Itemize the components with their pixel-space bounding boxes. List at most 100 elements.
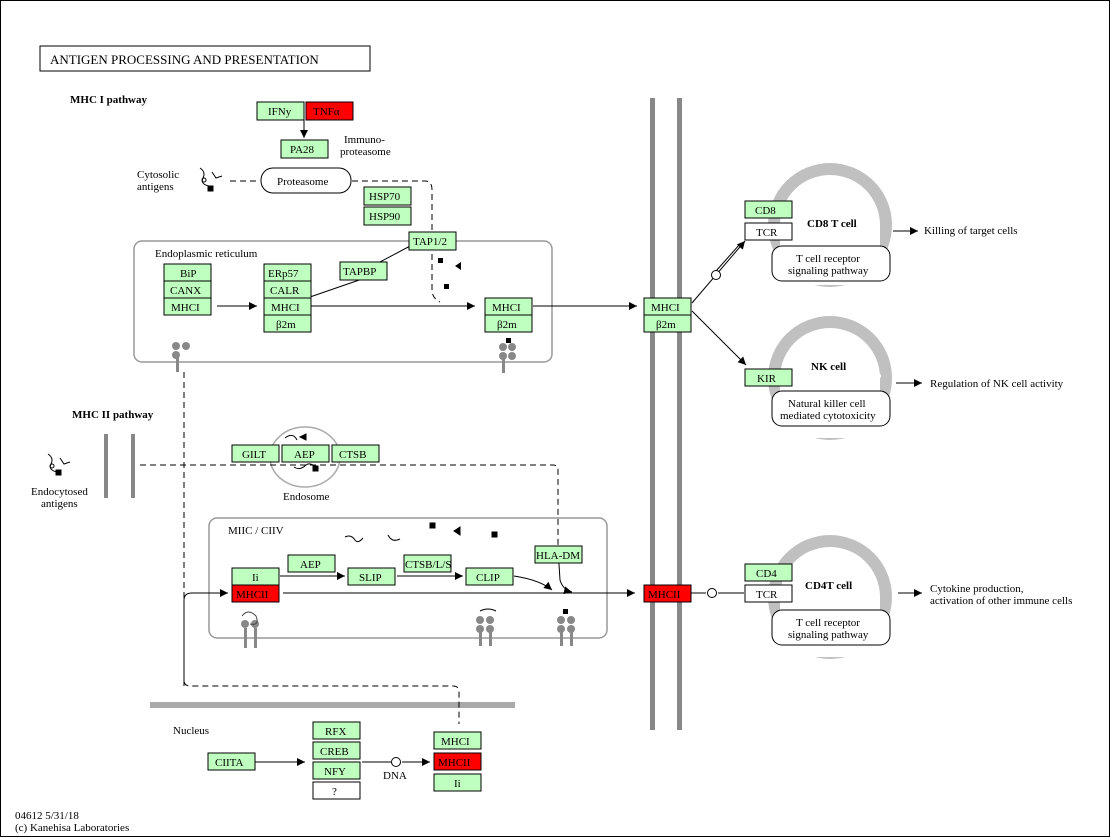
killing-label: Killing of target cells xyxy=(924,225,1018,237)
svg-text:ANTIGEN PROCESSING AND PRESENT: ANTIGEN PROCESSING AND PRESENTATION xyxy=(50,52,319,67)
gene-hsp90[interactable]: HSP90 xyxy=(363,206,412,226)
dna-label: DNA xyxy=(383,770,407,782)
svg-text:TAP1/2: TAP1/2 xyxy=(413,236,447,248)
svg-text:CALR: CALR xyxy=(270,285,300,297)
cytosolic-antigen-icon xyxy=(199,167,223,192)
svg-text:CD8: CD8 xyxy=(755,205,776,217)
gene-bip[interactable]: BiP xyxy=(163,263,212,282)
svg-text:mediated cytotoxicity: mediated cytotoxicity xyxy=(780,410,876,422)
gene-b2m-er3[interactable]: β2m xyxy=(484,314,533,333)
nucleus-membrane xyxy=(150,702,515,708)
gene-tcr-1[interactable]: TCR xyxy=(744,222,793,241)
peptide-fragments-miic xyxy=(344,522,498,543)
peptide-fragments-er xyxy=(438,258,461,289)
svg-text:MHCII: MHCII xyxy=(438,757,471,769)
gene-hsp70[interactable]: HSP70 xyxy=(363,186,412,206)
gene-mhci-membrane[interactable]: MHCI xyxy=(643,297,692,316)
gene-ciita[interactable]: CIITA xyxy=(207,752,256,771)
endocytosis-membrane-1 xyxy=(104,434,108,498)
svg-text:MHCI: MHCI xyxy=(492,302,521,314)
svg-text:β2m: β2m xyxy=(276,319,296,331)
gene-ctsbls[interactable]: CTSB/L/S xyxy=(403,554,452,573)
gene-b2m-er2[interactable]: β2m xyxy=(263,314,312,333)
gene-calr[interactable]: CALR xyxy=(263,280,312,299)
gene-tapbp[interactable]: TAPBP xyxy=(339,261,388,281)
miic-label: MIIC / CIIV xyxy=(228,525,284,537)
gene-mhcii-miic[interactable]: MHCII xyxy=(231,584,280,603)
svg-text:TNFα: TNFα xyxy=(313,106,340,118)
plasma-membrane-right xyxy=(677,98,682,730)
gene-ii[interactable]: Ii xyxy=(231,567,280,586)
gene-slip[interactable]: SLIP xyxy=(347,567,396,586)
gene-canx[interactable]: CANX xyxy=(163,280,212,299)
gene-ii-nucleus[interactable]: Ii xyxy=(433,773,482,792)
gene-creb[interactable]: CREB xyxy=(312,741,361,760)
gene-cd4[interactable]: CD4 xyxy=(744,563,793,582)
immunoproteasome-label-1: Immuno- xyxy=(344,134,385,146)
gene-rfx[interactable]: RFX xyxy=(312,721,361,740)
gene-pa28[interactable]: PA28 xyxy=(280,139,329,159)
gene-ifny[interactable]: IFNy xyxy=(256,101,305,121)
cytokine-label-2: activation of other immune cells xyxy=(930,595,1072,607)
svg-text:MHCI: MHCI xyxy=(651,302,680,314)
svg-text:CREB: CREB xyxy=(320,746,349,758)
svg-text:signaling pathway: signaling pathway xyxy=(788,629,869,641)
svg-text:Ii: Ii xyxy=(252,572,259,584)
gene-mhcii-membrane[interactable]: MHCII xyxy=(643,584,692,603)
gene-mhcii-nucleus[interactable]: MHCII xyxy=(433,752,482,771)
svg-text:signaling pathway: signaling pathway xyxy=(788,265,869,277)
gene-aep-endosome[interactable]: AEP xyxy=(281,444,330,463)
svg-text:Natural killer cell: Natural killer cell xyxy=(788,398,866,410)
gene-gilt[interactable]: GILT xyxy=(231,444,280,463)
svg-text:RFX: RFX xyxy=(325,726,346,738)
miic-compartment xyxy=(208,517,608,639)
svg-text:TCR: TCR xyxy=(756,589,778,601)
tcr-signaling-pathway-link-2[interactable]: T cell receptor signaling pathway xyxy=(771,609,891,646)
gene-b2m-membrane[interactable]: β2m xyxy=(643,314,692,333)
svg-text:TCR: TCR xyxy=(756,227,778,239)
svg-text:HSP70: HSP70 xyxy=(369,191,401,203)
tcr-signaling-pathway-link-1[interactable]: T cell receptor signaling pathway xyxy=(771,245,891,282)
er-label: Endoplasmic reticulum xyxy=(155,248,258,260)
svg-text:β2m: β2m xyxy=(656,319,676,331)
svg-text:AEP: AEP xyxy=(294,449,315,461)
cytosolic-antigens-label-2: antigens xyxy=(137,181,174,193)
gene-mhci-er1[interactable]: MHCI xyxy=(163,297,212,316)
svg-text:BiP: BiP xyxy=(180,268,197,280)
svg-text:NFY: NFY xyxy=(324,766,346,778)
gene-mhci-er2[interactable]: MHCI xyxy=(263,297,312,316)
gene-tap12[interactable]: TAP1/2 xyxy=(408,231,457,251)
gene-mhci-er3[interactable]: MHCI xyxy=(484,297,533,316)
diagram-title: ANTIGEN PROCESSING AND PRESENTATION xyxy=(39,45,371,72)
endocytosed-antigens-label-1: Endocytosed xyxy=(31,486,88,498)
gene-tnfa[interactable]: TNFα xyxy=(305,101,354,121)
gene-cd8[interactable]: CD8 xyxy=(744,200,793,219)
gene-ctsb[interactable]: CTSB xyxy=(331,444,380,463)
gene-mhci-nucleus[interactable]: MHCI xyxy=(433,731,482,750)
gene-unknown[interactable]: ? xyxy=(312,781,361,800)
gene-erp57[interactable]: ERp57 xyxy=(263,263,312,282)
svg-text:MHCII: MHCII xyxy=(648,589,681,601)
gene-clip[interactable]: CLIP xyxy=(465,567,514,586)
svg-text:PA28: PA28 xyxy=(290,144,315,156)
cytosolic-antigens-label-1: Cytosolic xyxy=(137,169,179,181)
nk-cytotoxicity-pathway-link[interactable]: Natural killer cell mediated cytotoxicit… xyxy=(771,390,891,427)
svg-text:TAPBP: TAPBP xyxy=(343,266,376,278)
gene-hla-dm[interactable]: HLA-DM xyxy=(534,545,583,564)
proteasome-node[interactable]: Proteasome xyxy=(260,167,352,194)
dna-node xyxy=(391,757,401,767)
svg-text:ERp57: ERp57 xyxy=(268,268,299,280)
gene-aep-miic[interactable]: AEP xyxy=(287,554,336,573)
svg-text:CD4: CD4 xyxy=(756,568,777,580)
endosome-label: Endosome xyxy=(283,491,330,503)
endocytosed-antigen-icon xyxy=(47,453,71,476)
svg-text:IFNy: IFNy xyxy=(268,106,292,118)
gene-tcr-2[interactable]: TCR xyxy=(744,584,793,603)
svg-text:HLA-DM: HLA-DM xyxy=(536,550,580,562)
svg-text:Ii: Ii xyxy=(454,778,461,790)
svg-text:?: ? xyxy=(332,786,337,798)
svg-text:MHCII: MHCII xyxy=(236,589,269,601)
gene-nfy[interactable]: NFY xyxy=(312,761,361,780)
gene-kir[interactable]: KIR xyxy=(744,368,793,387)
svg-text:NK cell: NK cell xyxy=(811,361,846,373)
